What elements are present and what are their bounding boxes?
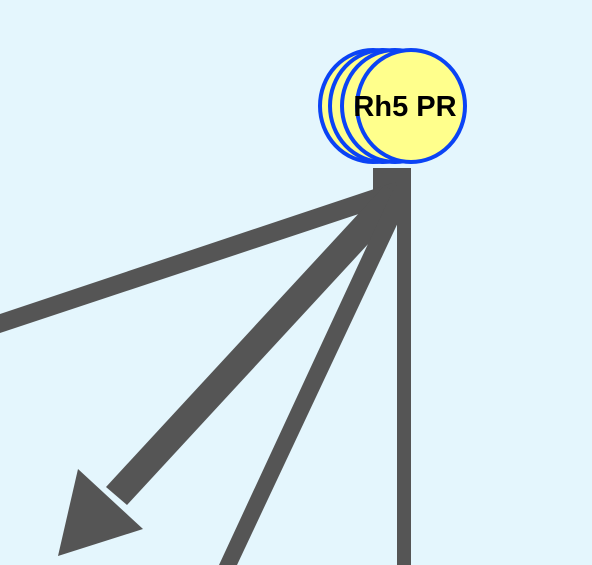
edge-to-left <box>0 182 401 333</box>
edges <box>0 168 411 565</box>
edge-thick-arrowhead <box>58 469 143 556</box>
node-label: Rh5 PR <box>353 91 456 123</box>
edge-to-bottom-center <box>219 190 410 565</box>
node-rh5-pr: Rh5 PR <box>318 48 467 164</box>
node-stack-circle-4 <box>355 48 467 164</box>
edge-thick-arrow-shaft <box>106 185 406 505</box>
edge-vertical-down <box>397 185 411 565</box>
